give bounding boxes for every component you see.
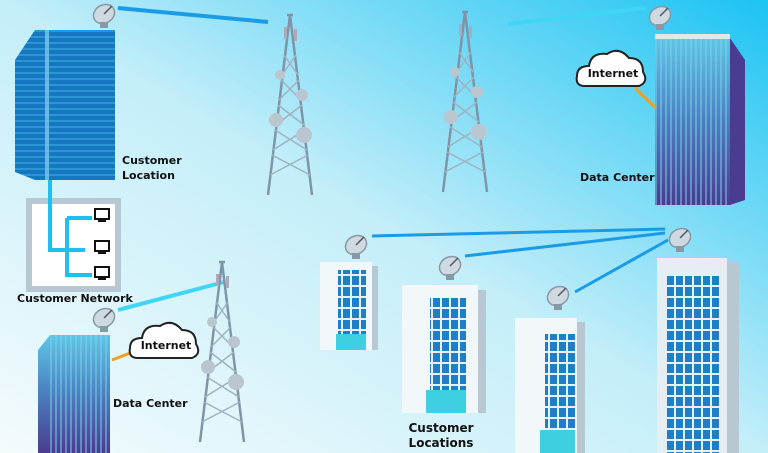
customer-network-box bbox=[26, 180, 121, 292]
customer-building bbox=[320, 230, 378, 350]
computer-icon bbox=[94, 208, 110, 222]
data-center-building-bottom bbox=[38, 303, 119, 453]
hub-building bbox=[657, 223, 739, 453]
data-center-building-top bbox=[645, 1, 745, 205]
internet-label: Internet bbox=[141, 339, 192, 352]
customer-locations-label-2: Locations bbox=[409, 436, 474, 450]
customer-location-label: Customer bbox=[122, 154, 182, 167]
customer-locations-label: Customer bbox=[408, 421, 473, 435]
wireless-links bbox=[117, 6, 669, 312]
internet-link bbox=[633, 86, 658, 110]
computer-icon bbox=[94, 266, 110, 280]
customer-building bbox=[515, 281, 585, 453]
customer-building bbox=[402, 251, 486, 413]
data-center-label: Data Center bbox=[113, 397, 188, 410]
computer-icon bbox=[94, 240, 110, 254]
internet-label: Internet bbox=[588, 67, 639, 80]
customer-network-label: Customer Network bbox=[17, 292, 134, 305]
customer-location-building bbox=[15, 0, 119, 180]
data-center-label: Data Center bbox=[580, 171, 655, 184]
customer-location-label-2: Location bbox=[122, 169, 175, 182]
